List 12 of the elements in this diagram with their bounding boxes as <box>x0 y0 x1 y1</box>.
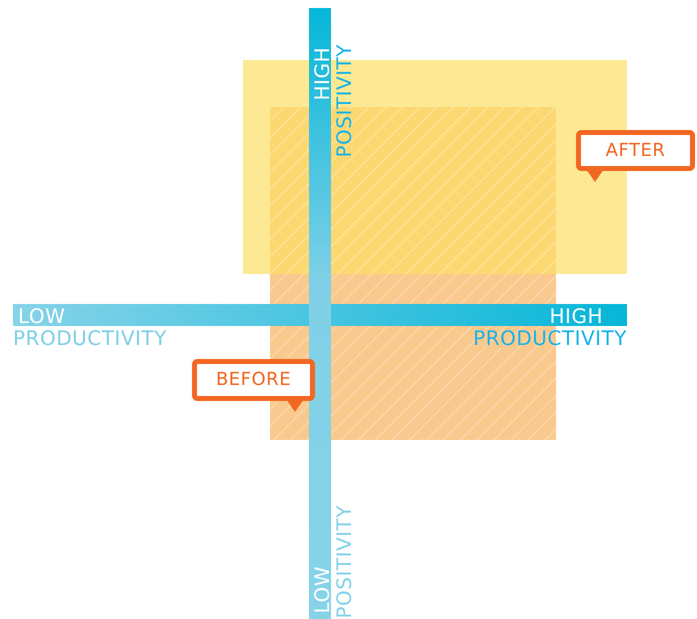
axis-label: POSITIVITY <box>333 505 353 619</box>
axis-label: PRODUCTIVITY <box>473 327 627 349</box>
axis-label: PRODUCTIVITY <box>13 327 167 349</box>
callout-label: AFTER <box>604 140 666 162</box>
axis-label: HIGH <box>311 46 331 100</box>
axis-label: POSITIVITY <box>333 44 353 158</box>
callout-box <box>576 130 695 183</box>
axis-label: LOW <box>18 305 66 327</box>
callout-label: BEFORE <box>214 369 292 391</box>
axis-label: LOW <box>311 566 331 613</box>
axis-label: HIGH <box>550 305 603 327</box>
callout-box <box>192 359 315 413</box>
